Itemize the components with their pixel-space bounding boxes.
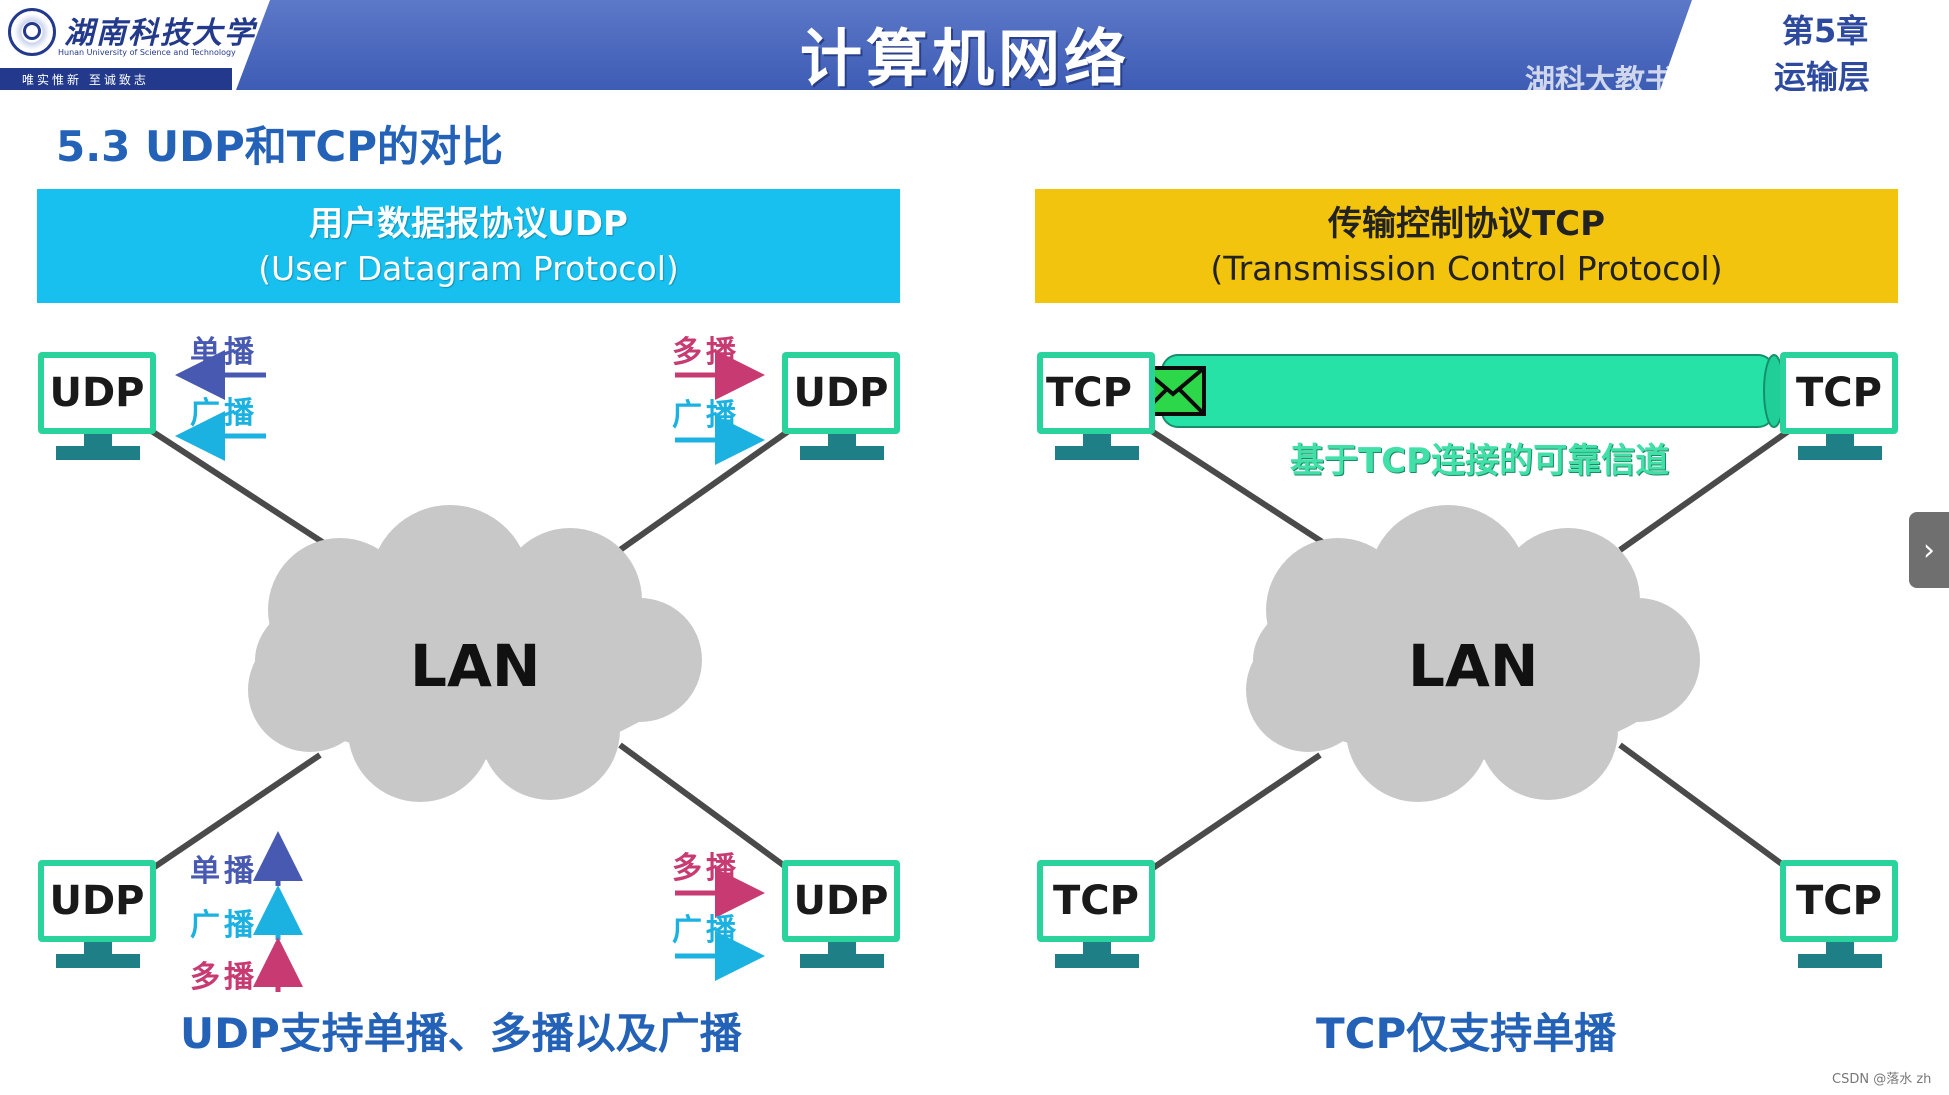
chapter-box <box>1660 0 1949 90</box>
university-motto: 唯实惟新 至诚致志 <box>22 73 149 87</box>
university-emblem-icon <box>8 8 56 56</box>
multicast-label-bottom-right: 多播 <box>672 851 740 886</box>
next-slide-button[interactable]: › <box>1909 512 1949 588</box>
udp-banner-subtitle: (User Datagram Protocol) <box>258 249 679 288</box>
tcp-link-top-left <box>1148 427 1352 563</box>
pc-base <box>1055 446 1139 460</box>
pc-label: UDP <box>793 878 889 924</box>
tcp-link-top-right <box>1618 427 1792 553</box>
broadcast-label-top-right: 广播 <box>672 398 740 433</box>
udp-lan-label: LAN <box>410 632 541 700</box>
header-bar <box>0 0 1949 90</box>
chapter-name: 运输层 <box>1774 58 1871 96</box>
unicast-label-top-left: 单播 <box>190 335 258 370</box>
tcp-link-bottom-left <box>1148 752 1322 873</box>
udp-banner: 用户数据报协议UDP (User Datagram Protocol) <box>37 189 900 303</box>
pc-stand <box>1826 434 1854 446</box>
source-credit: CSDN @落水 zh <box>1832 1072 1932 1087</box>
udp-host-bottom-right: UDP <box>782 860 902 980</box>
course-title: 计算机网络 <box>800 22 1131 95</box>
tcp-banner-subtitle: (Transmission Control Protocol) <box>1210 249 1723 288</box>
university-logo: 湖南科技大学 Hunan University of Science and T… <box>0 0 270 90</box>
udp-link-top-right <box>618 427 792 553</box>
pc-stand <box>828 942 856 954</box>
multicast-label-bottom-left: 多播 <box>190 960 258 995</box>
udp-link-bottom-left <box>148 752 322 873</box>
pc-screen: UDP <box>38 352 156 434</box>
pc-screen: UDP <box>38 860 156 942</box>
tcp-banner-title: 传输控制协议TCP <box>1327 204 1606 244</box>
pc-base <box>1798 954 1882 968</box>
section-title: 5.3 UDP和TCP的对比 <box>56 122 504 171</box>
udp-host-top-right: UDP <box>782 352 902 472</box>
tcp-host-top-left: TCP <box>1037 352 1157 472</box>
chapter-number: 第5章 <box>1782 12 1869 50</box>
pc-screen: TCP <box>1780 352 1898 434</box>
pc-stand <box>84 434 112 446</box>
broadcast-label-top-left: 广播 <box>190 396 258 431</box>
pc-label: UDP <box>49 370 145 416</box>
university-name-cn: 湖南科技大学 <box>64 16 256 51</box>
pc-label: UDP <box>793 370 889 416</box>
udp-cloud-icon <box>248 505 702 802</box>
pc-base <box>800 446 884 460</box>
tcp-channel-label: 基于TCP连接的可靠信道 <box>1290 441 1670 481</box>
udp-banner-title: 用户数据报协议UDP <box>309 204 628 244</box>
udp-caption: UDP支持单播、多播以及广播 <box>180 1009 742 1058</box>
tcp-link-bottom-right <box>1618 742 1792 873</box>
pc-label: TCP <box>1796 370 1882 416</box>
motto-strip: 唯实惟新 至诚致志 <box>0 68 232 90</box>
pc-label: TCP <box>1053 878 1139 924</box>
pc-base <box>1798 446 1882 460</box>
tcp-channel <box>1161 354 1785 428</box>
pc-stand <box>84 942 112 954</box>
multicast-label-top-right: 多播 <box>672 335 740 370</box>
udp-link-bottom-right <box>618 742 792 873</box>
pc-label: UDP <box>49 878 145 924</box>
udp-link-top-left <box>148 427 352 563</box>
pc-base <box>56 446 140 460</box>
broadcast-label-bottom-left: 广播 <box>190 908 258 943</box>
udp-host-bottom-left: UDP <box>38 860 158 980</box>
pc-screen: UDP <box>782 860 900 942</box>
broadcast-label-bottom-right: 广播 <box>672 913 740 948</box>
pc-label: TCP <box>1796 878 1882 924</box>
pc-stand <box>1083 434 1111 446</box>
tcp-links <box>1148 427 1792 873</box>
chevron-right-icon: › <box>1923 532 1935 568</box>
unicast-label-bottom-left: 单播 <box>190 854 258 889</box>
pc-stand <box>828 434 856 446</box>
pc-stand <box>1083 942 1111 954</box>
pc-screen: TCP <box>1037 352 1155 434</box>
pc-base <box>1055 954 1139 968</box>
tcp-banner: 传输控制协议TCP (Transmission Control Protocol… <box>1035 189 1898 303</box>
tcp-host-bottom-left: TCP <box>1037 860 1157 980</box>
tcp-caption: TCP仅支持单播 <box>1316 1009 1617 1058</box>
pc-base <box>56 954 140 968</box>
tcp-host-top-right: TCP <box>1780 352 1900 472</box>
university-name-en: Hunan University of Science and Technolo… <box>58 48 236 57</box>
udp-host-top-left: UDP <box>38 352 158 472</box>
pc-base <box>800 954 884 968</box>
tcp-cloud-icon <box>1246 505 1700 802</box>
pc-screen: TCP <box>1037 860 1155 942</box>
pc-stand <box>1826 942 1854 954</box>
pc-screen: TCP <box>1780 860 1898 942</box>
pc-label: TCP <box>1046 370 1132 416</box>
pc-screen: UDP <box>782 352 900 434</box>
tcp-host-bottom-right: TCP <box>1780 860 1900 980</box>
tcp-lan-label: LAN <box>1408 632 1539 700</box>
